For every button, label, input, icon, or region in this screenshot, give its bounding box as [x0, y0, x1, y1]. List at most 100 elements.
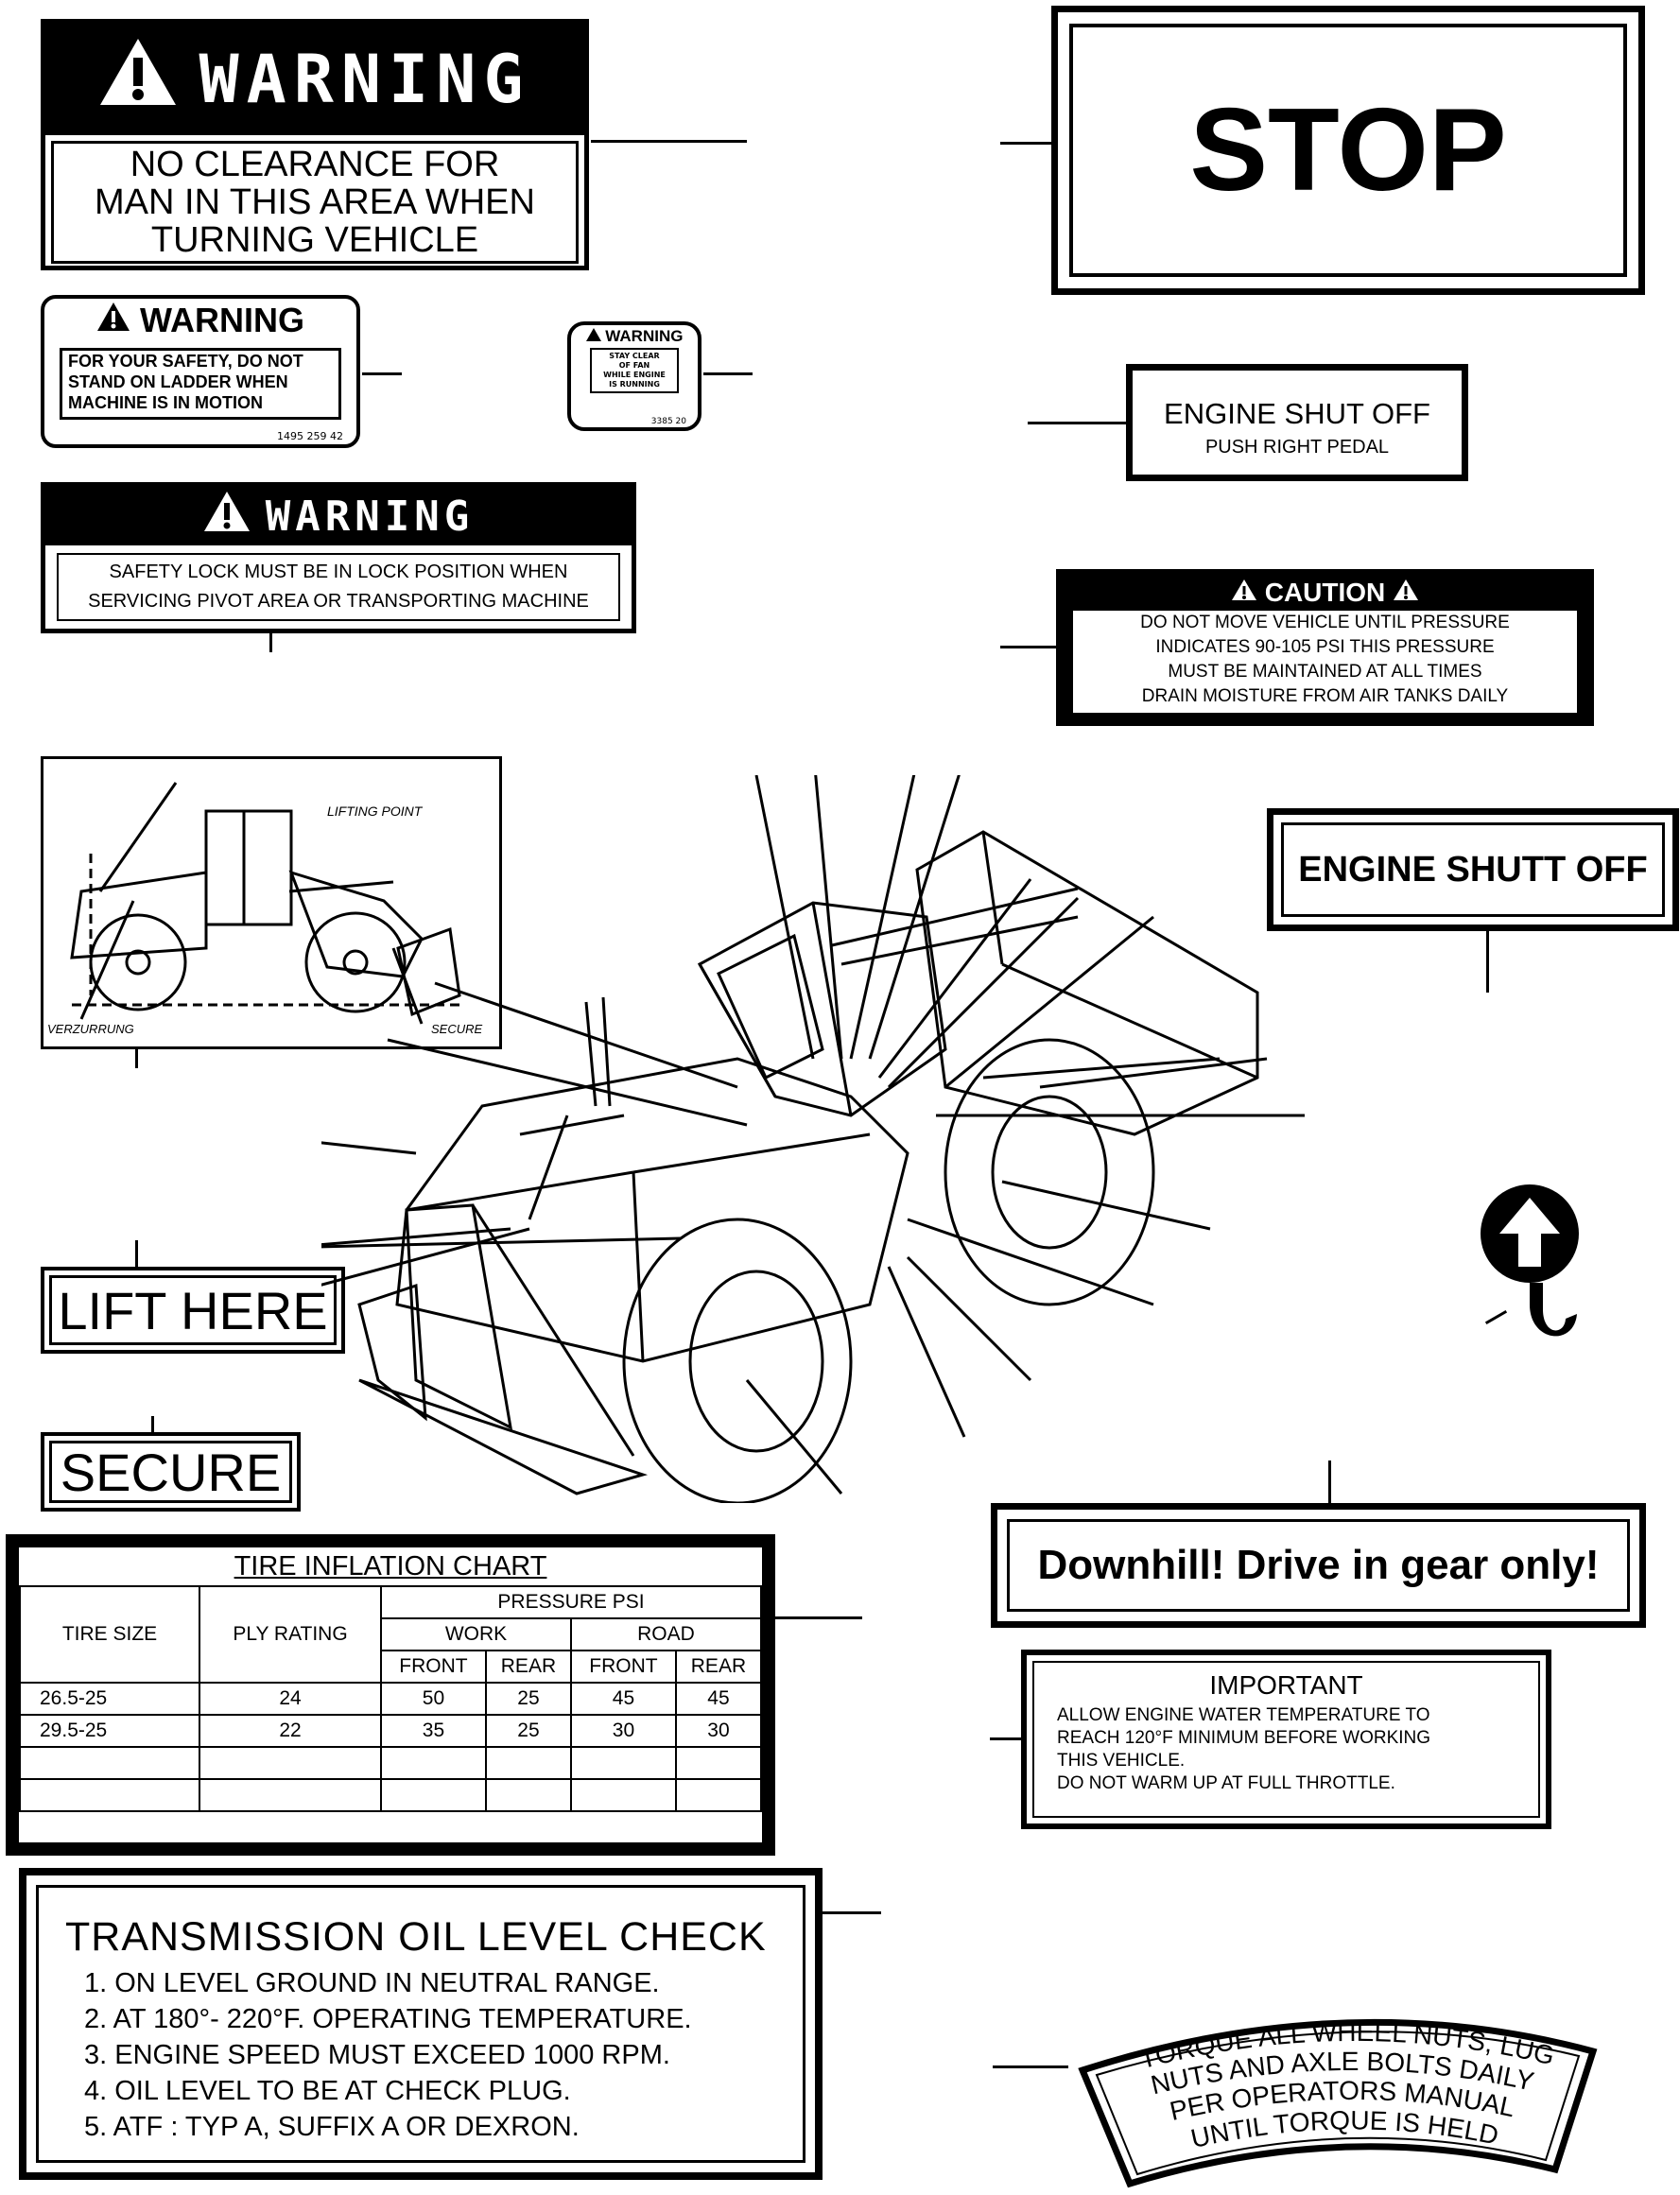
- transmission-line: 2. AT 180°- 220°F. OPERATING TEMPERATURE…: [84, 2004, 692, 2034]
- diagram-label-lifting: LIFTING POINT: [327, 804, 424, 819]
- warning-header: WARNING: [199, 41, 531, 118]
- leader-line: [362, 372, 402, 375]
- cell-road-front: 30: [569, 1714, 677, 1748]
- warning-line: OF FAN: [618, 361, 650, 370]
- downhill-decal: Downhill! Drive in gear only!: [991, 1503, 1646, 1628]
- lift-here-text: LIFT HERE: [58, 1280, 328, 1340]
- transmission-decal: TRANSMISSION OIL LEVEL CHECK 1. ON LEVEL…: [19, 1868, 823, 2180]
- caution-triangle-icon: [1231, 578, 1257, 607]
- shutt-off-text: ENGINE SHUTT OFF: [1298, 849, 1648, 890]
- caution-line: DRAIN MOISTURE FROM AIR TANKS DAILY: [1141, 686, 1509, 706]
- cell-ply: 22: [199, 1714, 382, 1748]
- warning-safety-lock-decal: WARNING SAFETY LOCK MUST BE IN LOCK POSI…: [41, 482, 636, 633]
- warning-header: WARNING: [265, 492, 475, 541]
- leader-line: [135, 1240, 138, 1267]
- leader-line: [1328, 1460, 1331, 1503]
- secure-text: SECURE: [60, 1442, 282, 1502]
- table-row-empty: [19, 1778, 763, 1812]
- transmission-line: 4. OIL LEVEL TO BE AT CHECK PLUG.: [84, 2076, 571, 2106]
- warning-line: STAY CLEAR: [609, 352, 660, 360]
- sub-header-front: FRONT: [380, 1650, 487, 1684]
- tire-inflation-chart-decal: TIRE INFLATION CHART TIRE SIZE PLY RATIN…: [6, 1534, 775, 1856]
- loader-illustration: LIFTING POINT VERZURRUNG SECURE: [47, 782, 483, 1036]
- cell-tire-size: 29.5-25: [19, 1714, 200, 1748]
- warning-triangle-icon: [98, 37, 178, 123]
- shutoff-title: ENGINE SHUT OFF: [1164, 397, 1430, 430]
- cell-ply: 24: [199, 1682, 382, 1716]
- stop-text: STOP: [1189, 85, 1507, 216]
- leader-line: [269, 633, 272, 652]
- stop-decal: STOP: [1051, 6, 1645, 295]
- caution-pressure-decal: CAUTION DO NOT MOVE VEHICLE UNTIL PRESSU…: [1056, 569, 1594, 726]
- lift-here-decal: LIFT HERE: [41, 1267, 345, 1354]
- warning-line: MAN IN THIS AREA WHEN: [95, 182, 535, 222]
- warning-header: WARNING: [140, 301, 304, 339]
- caution-line: INDICATES 90-105 PSI THIS PRESSURE: [1155, 637, 1495, 657]
- col-header-tire-size: TIRE SIZE: [19, 1585, 200, 1684]
- warning-triangle-icon: [585, 327, 601, 345]
- col-header-ply: PLY RATING: [199, 1585, 382, 1684]
- caution-triangle-icon: [1393, 578, 1419, 607]
- cell-work-front: 35: [380, 1714, 487, 1748]
- cell-tire-size: 26.5-25: [19, 1682, 200, 1716]
- loader-diagram-decal: LIFTING POINT VERZURRUNG SECURE: [41, 756, 502, 1049]
- cell-road-front: 45: [569, 1682, 677, 1716]
- leader-line: [135, 1049, 138, 1068]
- cell-work-rear: 25: [484, 1682, 572, 1716]
- leader-line: [151, 1416, 154, 1433]
- sub-header-rear: REAR: [484, 1650, 572, 1684]
- important-decal: IMPORTANT ALLOW ENGINE WATER TEMPERATURE…: [1021, 1650, 1551, 1829]
- cell-work-rear: 25: [484, 1714, 572, 1748]
- diagram-label-secure: SECURE: [431, 1022, 483, 1036]
- leader-line: [703, 372, 753, 375]
- warning-line: SAFETY LOCK MUST BE IN LOCK POSITION WHE…: [109, 562, 568, 582]
- leader-line: [993, 2065, 1068, 2068]
- warning-line: NO CLEARANCE FOR: [130, 145, 500, 184]
- warning-ladder-decal: WARNING FOR YOUR SAFETY, DO NOT STAND ON…: [41, 295, 360, 448]
- important-line: DO NOT WARM UP AT FULL THROTTLE.: [1057, 1773, 1395, 1793]
- transmission-line: 1. ON LEVEL GROUND IN NEUTRAL RANGE.: [84, 1968, 660, 1998]
- leader-line: [1028, 422, 1126, 424]
- warning-fan-decal: WARNING STAY CLEAR OF FAN WHILE ENGINE I…: [567, 321, 701, 431]
- warning-no-clearance-decal: WARNING NO CLEARANCE FOR MAN IN THIS ARE…: [41, 19, 589, 270]
- leader-line: [823, 1911, 881, 1914]
- important-line: REACH 120°F MINIMUM BEFORE WORKING: [1057, 1728, 1431, 1748]
- cell-road-rear: 30: [674, 1714, 763, 1748]
- warning-line: TURNING VEHICLE: [150, 220, 479, 260]
- shutoff-subtitle: PUSH RIGHT PEDAL: [1204, 437, 1390, 458]
- warning-line: WHILE ENGINE: [603, 371, 666, 379]
- important-line: THIS VEHICLE.: [1057, 1751, 1186, 1771]
- sub-header-front: FRONT: [569, 1650, 677, 1684]
- transmission-line: 3. ENGINE SPEED MUST EXCEED 1000 RPM.: [84, 2040, 670, 2070]
- warning-line: MACHINE IS IN MOTION: [68, 393, 263, 412]
- transmission-line: 5. ATF : TYP A, SUFFIX A OR DEXRON.: [84, 2112, 580, 2142]
- tire-chart-title: TIRE INFLATION CHART: [20, 1547, 761, 1587]
- caution-line: MUST BE MAINTAINED AT ALL TIMES: [1168, 662, 1482, 682]
- leader-line: [990, 1737, 1021, 1740]
- leader-line: [591, 140, 747, 143]
- diagram-label-verzurrung: VERZURRUNG: [47, 1022, 134, 1036]
- part-number: 1495 259 42: [277, 430, 343, 442]
- engine-shutoff-pedal-decal: ENGINE SHUT OFF PUSH RIGHT PEDAL: [1126, 364, 1468, 481]
- engine-shutt-off-decal: ENGINE SHUTT OFF: [1267, 808, 1679, 931]
- part-number: 3385 20: [650, 417, 686, 426]
- secure-decal: SECURE: [41, 1432, 301, 1512]
- articulated-loader-illustration: [321, 775, 1305, 1503]
- tire-inflation-table: TIRE INFLATION CHART TIRE SIZE PLY RATIN…: [19, 1547, 763, 1812]
- downhill-text: Downhill! Drive in gear only!: [1037, 1542, 1600, 1588]
- col-header-pressure: PRESSURE PSI: [380, 1585, 762, 1619]
- cell-work-front: 50: [380, 1682, 487, 1716]
- table-row: 26.5-25 24 50 25 45 45: [19, 1682, 763, 1716]
- caution-line: DO NOT MOVE VEHICLE UNTIL PRESSURE: [1140, 613, 1510, 632]
- cell-road-rear: 45: [674, 1682, 763, 1716]
- warning-line: SERVICING PIVOT AREA OR TRANSPORTING MAC…: [88, 591, 589, 612]
- warning-header: WARNING: [605, 327, 684, 345]
- caution-header: CAUTION: [1264, 578, 1386, 607]
- leader-line: [1000, 142, 1051, 145]
- table-row-empty: [19, 1746, 763, 1780]
- warning-triangle-icon: [203, 491, 251, 543]
- lift-hook-icon: [1481, 1184, 1579, 1337]
- warning-line: IS RUNNING: [609, 380, 660, 389]
- torque-decal: TORQUE ALL WHEEL NUTS, LUG NUTS AND AXLE…: [1078, 2017, 1598, 2188]
- transmission-title: TRANSMISSION OIL LEVEL CHECK: [65, 1914, 767, 1960]
